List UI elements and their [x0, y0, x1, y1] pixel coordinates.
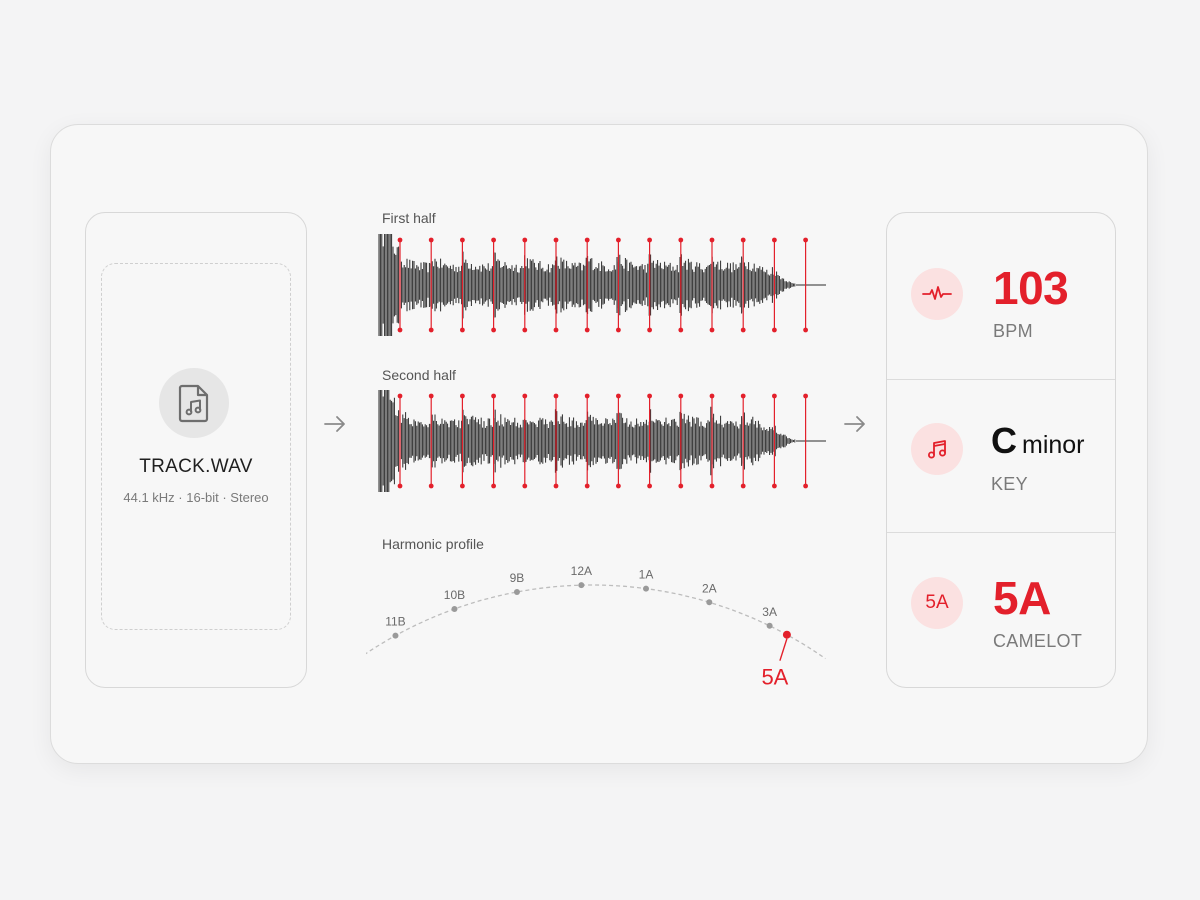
camelot-badge-text: 5A [925, 592, 949, 613]
beat-marker [428, 393, 434, 489]
second-half-label: Second half [382, 367, 456, 383]
arrow-right-icon [844, 416, 865, 432]
harmonic-arc-line [366, 584, 826, 660]
beat-marker [616, 393, 621, 489]
key-note: C [991, 420, 1017, 461]
wheel-key-dot [706, 599, 713, 606]
camelot-caption: CAMELOT [993, 631, 1083, 651]
file-name: TRACK.WAV [139, 456, 253, 477]
beat-marker [553, 393, 559, 489]
key-mode: minor [1022, 431, 1085, 459]
music-note-icon-glyph [928, 440, 946, 459]
beat-marker [522, 237, 528, 333]
waveform-body [378, 390, 826, 492]
wheel-key-label: 10B [444, 588, 465, 602]
bpm-caption: BPM [993, 321, 1033, 341]
beat-marker [803, 393, 808, 489]
waveform-trace [378, 234, 796, 336]
beat-marker [397, 237, 403, 333]
camelot-row: 5A 5A CAMELOT [887, 532, 1115, 687]
beat-marker [522, 393, 528, 489]
beat-marker [553, 237, 559, 333]
beat-marker [397, 393, 403, 489]
beat-marker [740, 237, 746, 333]
file-meta: 44.1 kHz · 16-bit · Stereo [123, 490, 269, 505]
current-key-label: 5A [761, 665, 788, 690]
beat-marker [678, 237, 684, 333]
current-key-pointer [779, 638, 788, 661]
wheel-key-label: 11B [385, 615, 405, 629]
first-half-waveform [378, 234, 826, 336]
beat-marker [740, 393, 746, 489]
harmonic-profile-label: Harmonic profile [382, 536, 484, 552]
wheel-key-dot [392, 632, 399, 639]
arrow-right-icon [324, 416, 345, 432]
bpm-row: 103 BPM [887, 213, 1115, 379]
beat-marker [772, 237, 777, 333]
audio-file-icon [159, 368, 229, 438]
wheel-key-dot [578, 582, 585, 589]
beat-marker [584, 393, 590, 489]
beat-marker [803, 237, 808, 333]
wheel-key-dot [513, 588, 520, 595]
beat-marker [428, 237, 434, 333]
wheel-key-dot [451, 605, 458, 612]
wheel-key-label: 3A [762, 605, 777, 619]
wheel-key-label: 12A [571, 564, 592, 578]
camelot-value: 5A [993, 572, 1051, 624]
beat-marker [584, 237, 590, 333]
beat-marker [709, 393, 715, 489]
beat-marker [678, 393, 684, 489]
first-half-label: First half [382, 210, 436, 226]
beat-marker [460, 237, 465, 333]
file-dropzone[interactable] [101, 263, 291, 630]
wheel-key-dot [643, 585, 650, 592]
wheel-key-label: 2A [702, 581, 717, 595]
beat-marker [709, 237, 715, 333]
beat-marker [491, 237, 496, 333]
beat-marker [647, 237, 652, 333]
beat-marker [616, 237, 621, 333]
heartbeat-icon-glyph [922, 286, 952, 300]
waveform-body [378, 234, 826, 336]
current-key-dot [782, 630, 791, 639]
heartbeat-icon [911, 268, 963, 320]
music-note-icon [911, 423, 963, 475]
wheel-key-label: 9B [510, 571, 525, 585]
beat-marker [460, 393, 465, 489]
beat-marker [647, 393, 652, 489]
wheel-key-dot [766, 622, 773, 629]
bpm-value: 103 [993, 262, 1069, 314]
file-panel [85, 212, 307, 688]
beat-marker [772, 393, 777, 489]
wheel-key-label: 1A [639, 568, 654, 582]
waveform-trace [378, 390, 796, 492]
audio-file-icon-glyph [178, 384, 209, 423]
beat-marker [491, 393, 496, 489]
camelot-badge: 5A [911, 577, 963, 629]
key-caption: KEY [991, 474, 1028, 494]
harmonic-profile-arc: 12B11B10B9B12A1A2A3A4A5A [366, 564, 826, 690]
second-half-waveform [378, 390, 826, 492]
